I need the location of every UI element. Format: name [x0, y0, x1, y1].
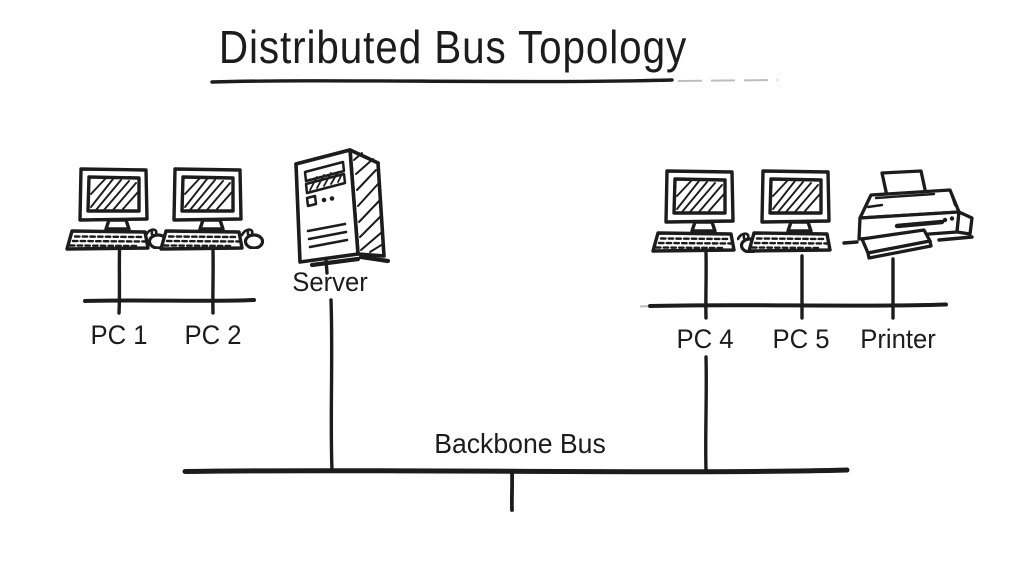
server-backbone-line — [329, 298, 334, 472]
backbone-bus-line — [182, 467, 850, 475]
pc1-desktop-pc-icon — [65, 167, 150, 251]
pc4-label: PC 4 — [676, 324, 734, 354]
pc2-label: PC 2 — [184, 320, 242, 350]
backbone-bus-label: Backbone Bus — [434, 428, 606, 459]
title-underline-faded — [677, 79, 779, 82]
diagram-title: Distributed Bus Topology — [218, 21, 688, 73]
server-label: Server — [292, 267, 368, 297]
right-segment-bus — [648, 302, 948, 308]
pc5-desktop-pc-icon — [747, 169, 832, 253]
network-lines — [83, 249, 948, 512]
title-underline — [210, 78, 779, 84]
pc5-label: PC 5 — [772, 324, 830, 354]
pc4-backbone-line — [704, 355, 708, 472]
pc2-mouse-icon — [241, 228, 265, 249]
pc2-desktop-pc-icon — [159, 167, 244, 251]
left-segment-bus — [83, 298, 256, 303]
printer-label: Printer — [860, 324, 936, 354]
server-tower-icon — [296, 150, 388, 265]
pc4-desktop-pc-icon — [651, 169, 736, 253]
pc1-label: PC 1 — [90, 320, 148, 350]
printer-icon — [844, 171, 972, 258]
pc1-drop-line — [117, 249, 122, 315]
